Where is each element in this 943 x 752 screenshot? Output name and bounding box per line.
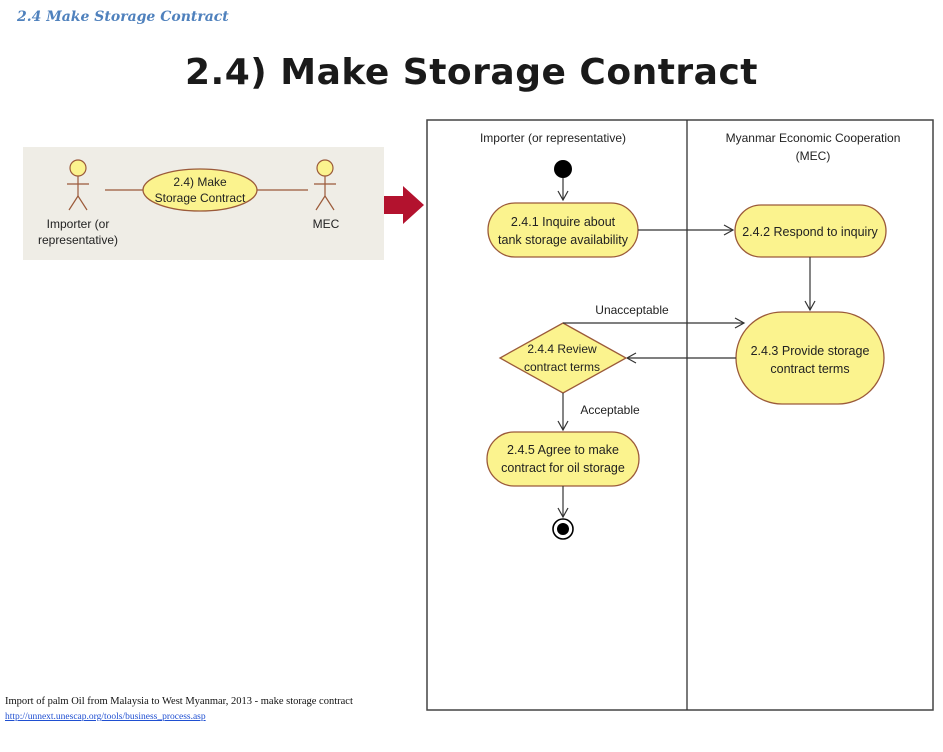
slide-title: 2.4) Make Storage Contract: [184, 52, 759, 93]
section-heading: 2.4 Make Storage Contract: [17, 9, 229, 25]
actor-importer: [67, 159, 89, 211]
final-node: [552, 518, 574, 540]
swimlane-importer-title: Importer (or representative): [480, 131, 626, 145]
actor-mec-label: MEC: [313, 217, 340, 231]
edge-label-unacceptable: Unacceptable: [595, 303, 669, 317]
actor-mec: [314, 159, 336, 211]
initial-node: [554, 160, 572, 178]
actor-head-icon: [69, 159, 87, 177]
activity-2-4-2-label: 2.4.2 Respond to inquiry: [742, 225, 878, 239]
actor-importer-label-2: representative): [38, 233, 118, 247]
activity-2-4-1-label-2: tank storage availability: [498, 233, 629, 247]
activity-2-4-5-label-1: 2.4.5 Agree to make: [507, 443, 619, 457]
decision-2-4-4-label-1: 2.4.4 Review: [527, 342, 597, 356]
source-link[interactable]: http://unnext.unescap.org/tools/business…: [5, 712, 206, 722]
caption: Import of palm Oil from Malaysia to West…: [5, 694, 353, 725]
use-case-label-2: Storage Contract: [155, 191, 246, 205]
actor-head-icon: [316, 159, 334, 177]
right-arrow-icon: [384, 186, 424, 224]
decision-2-4-4: [498, 322, 628, 394]
decision-2-4-4-label-2: contract terms: [524, 360, 600, 374]
activity-2-4-5: [486, 431, 640, 487]
caption-text: Import of palm Oil from Malaysia to West…: [5, 696, 353, 707]
use-case-label-1: 2.4) Make: [173, 175, 227, 189]
activity-2-4-1: [487, 202, 639, 258]
swimlane-mec-title-1: Myanmar Economic Cooperation: [726, 131, 901, 145]
swimlane-mec-title-2: (MEC): [796, 149, 831, 163]
actor-importer-label-1: Importer (or: [47, 217, 110, 231]
activity-2-4-3-label-2: contract terms: [770, 362, 849, 376]
activity-2-4-5-label-2: contract for oil storage: [501, 461, 625, 475]
swimlane-frame: [426, 119, 934, 711]
activity-2-4-3-label-1: 2.4.3 Provide storage: [751, 344, 870, 358]
activity-2-4-3: [735, 311, 885, 405]
edge-label-acceptable: Acceptable: [580, 403, 640, 417]
activity-2-4-1-label-1: 2.4.1 Inquire about: [511, 215, 616, 229]
